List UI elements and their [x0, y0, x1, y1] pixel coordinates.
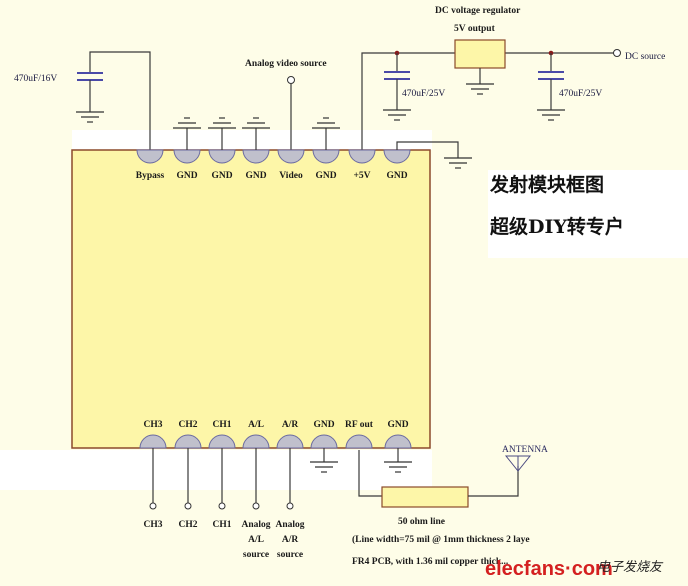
- terminal-circle: [218, 502, 226, 510]
- bottom-pin-label: GND: [313, 420, 334, 430]
- bottom-pin-ch3: CH3: [139, 420, 167, 449]
- pin-connector: [242, 434, 270, 449]
- bottom-pin-ch1: CH1: [208, 420, 236, 449]
- top-pin-bypass: Bypass: [136, 149, 165, 181]
- antenna-label: ANTENNA: [502, 445, 548, 455]
- line-note-1: (Line width=75 mil @ 1mm thickness 2 lay…: [352, 534, 530, 545]
- pin-connector: [345, 434, 373, 449]
- terminal-circle: [286, 502, 294, 510]
- pin-connector: [348, 149, 376, 164]
- watermark-brand: elecfans·com: [485, 558, 613, 580]
- bottom-terminal: CH2: [179, 448, 198, 530]
- pin-connector: [173, 149, 201, 164]
- terminal-circle: [149, 502, 157, 510]
- top-pin-label: GND: [386, 171, 407, 181]
- pin-connector: [310, 434, 338, 449]
- rf-output-path: ANTENNA 50 ohm line (Line width=75 mil @…: [352, 445, 548, 567]
- backdrop-bottom: [0, 450, 432, 490]
- bottom-terminal: CH3: [144, 448, 163, 530]
- dc-source-terminal: [613, 49, 621, 57]
- terminal-label: source: [277, 550, 303, 560]
- bottom-pin-label: CH3: [144, 420, 163, 430]
- top-pin-label: Video: [279, 171, 303, 181]
- bottom-pin-ch2: CH2: [174, 420, 202, 449]
- bottom-pin-a-l: A/L: [242, 420, 270, 449]
- transmission-line-box: [381, 486, 469, 508]
- top-pin-label: GND: [315, 171, 336, 181]
- bypass-cap-label: 470uF/16V: [14, 74, 57, 84]
- terminal-label: Analog: [241, 520, 270, 530]
- bottom-pin-gnd: GND: [384, 420, 412, 473]
- top-pin-label: Bypass: [136, 171, 165, 181]
- module-body: [71, 149, 431, 449]
- top-pin-gnd: GND: [312, 117, 340, 181]
- pin-connector: [276, 434, 304, 449]
- top-pin-gnd: GND: [383, 141, 472, 181]
- bottom-pin-label: CH1: [213, 420, 232, 430]
- pin-connector: [277, 149, 305, 164]
- bottom-pin-a-r: A/R: [276, 420, 304, 449]
- top-pin-label: GND: [211, 171, 232, 181]
- pin-connector: [383, 149, 411, 164]
- bottom-pin-rf-out: RF out: [345, 420, 374, 449]
- diagram-subtitle: 超级DIY转专户: [489, 215, 624, 238]
- diagram-title: 发射模块框图: [489, 173, 604, 196]
- pin-connector: [242, 149, 270, 164]
- top-pin--5v: +5V: [348, 149, 376, 181]
- line-note-2: FR4 PCB, with 1.36 mil copper thick...: [352, 557, 508, 567]
- dc-source-label: DC source: [625, 52, 665, 62]
- terminal-label: CH3: [144, 520, 163, 530]
- top-pin-gnd: GND: [208, 117, 236, 181]
- pin-connector: [136, 149, 164, 164]
- bottom-pin-label: GND: [387, 420, 408, 430]
- regulator-subtitle: 5V output: [454, 24, 496, 34]
- bottom-terminal: CH1: [213, 448, 232, 530]
- watermark-cn: 电子发烧友: [597, 560, 664, 575]
- top-pin-label: GND: [176, 171, 197, 181]
- bottom-pin-label: A/R: [282, 420, 299, 430]
- bottom-pins: CH3 CH2 CH1 A/L A/R GND RF out GND: [139, 420, 412, 473]
- bypass-capacitor: 470uF/16V: [14, 51, 151, 150]
- terminal-label: Analog: [275, 520, 304, 530]
- top-pin-gnd: GND: [173, 117, 201, 181]
- backdrop-top: [72, 130, 432, 150]
- pin-connector: [139, 434, 167, 449]
- terminal-circle: [184, 502, 192, 510]
- video-source-label: Analog video source: [245, 59, 327, 69]
- pin-connector: [208, 149, 236, 164]
- bottom-pin-gnd: GND: [310, 420, 338, 473]
- bottom-pin-label: A/L: [248, 420, 264, 430]
- video-source: Analog video source: [245, 59, 327, 150]
- voltage-regulator-section: DC voltage regulator 5V output DC source…: [361, 6, 665, 150]
- top-pin-label: GND: [245, 171, 266, 181]
- terminal-label: CH2: [179, 520, 198, 530]
- bottom-pin-label: RF out: [345, 420, 374, 430]
- video-terminal: [287, 76, 295, 84]
- terminal-label: source: [243, 550, 269, 560]
- pin-connector: [384, 434, 412, 449]
- title-panel: [488, 170, 688, 258]
- pin-connector: [174, 434, 202, 449]
- regulator-title: DC voltage regulator: [435, 6, 521, 16]
- line-title: 50 ohm line: [398, 517, 445, 527]
- terminal-label: A/L: [248, 535, 264, 545]
- top-pin-gnd: GND: [242, 117, 270, 181]
- pin-connector: [208, 434, 236, 449]
- bottom-pin-label: CH2: [179, 420, 198, 430]
- regulator-box: [454, 39, 506, 69]
- terminal-label: A/R: [282, 535, 299, 545]
- top-pin-video: Video: [277, 149, 305, 181]
- terminal-label: CH1: [213, 520, 232, 530]
- cap-in-label: 470uF/25V: [402, 89, 445, 99]
- pin-connector: [312, 149, 340, 164]
- terminal-circle: [252, 502, 260, 510]
- top-pin-label: +5V: [353, 171, 370, 181]
- cap-out-label: 470uF/25V: [559, 89, 602, 99]
- top-pins: Bypass GND GND GND Video GND +5V GND: [136, 117, 472, 181]
